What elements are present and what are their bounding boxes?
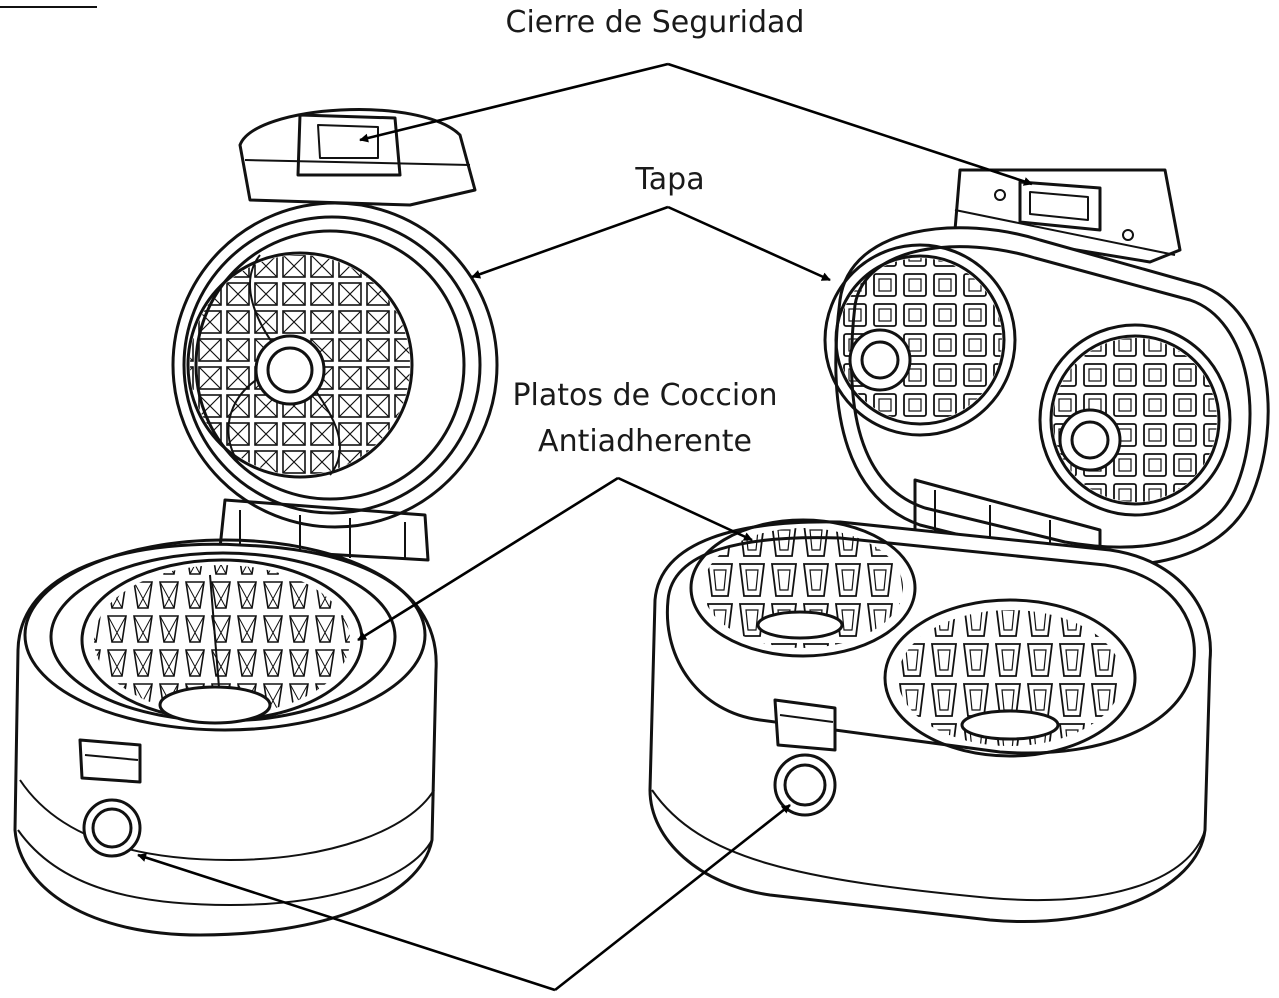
single-power-button[interactable] [82, 798, 142, 858]
double-waffle-lid [823, 168, 1270, 587]
single-waffle-lid [171, 108, 499, 562]
single-waffle-base [13, 538, 438, 937]
plates-label-line2: Antiadherente [538, 424, 752, 459]
nonstick-plates-label: Platos de Coccion Antiadherente [470, 373, 820, 465]
double-waffle-maker [648, 168, 1270, 924]
safety-lock-arrows [359, 62, 1033, 186]
corner-rule [0, 0, 97, 8]
safety-lock-label: Cierre de Seguridad [505, 5, 805, 40]
lid-arrows [471, 205, 831, 282]
single-waffle-maker [13, 108, 499, 937]
double-waffle-base [648, 518, 1212, 924]
plates-label-line1: Platos de Coccion [512, 378, 778, 413]
plates-arrows [357, 476, 753, 642]
lid-label: Tapa [635, 162, 705, 197]
double-power-button[interactable] [773, 753, 837, 817]
power-button-arrows [137, 803, 791, 992]
